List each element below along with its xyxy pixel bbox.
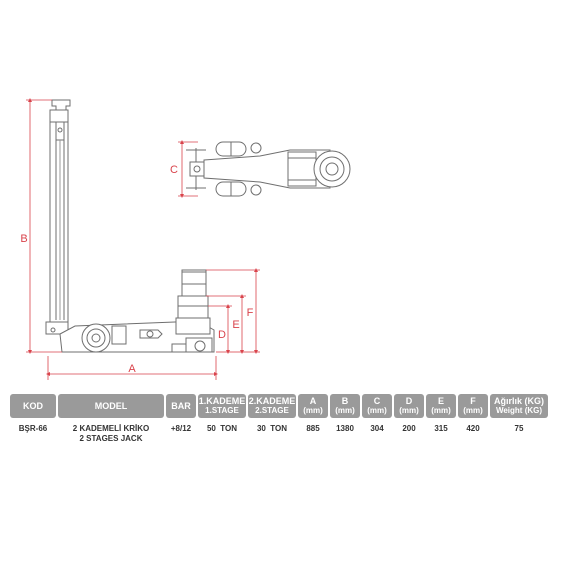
- cell-b: 1380: [336, 424, 354, 433]
- header-model: MODEL: [58, 394, 164, 418]
- cell-a: 885: [306, 424, 320, 433]
- cell-stage-2: 30 TON: [256, 424, 288, 433]
- header-weight: Ağırlık (KG)Weight (KG): [490, 394, 548, 418]
- header-e: E(mm): [426, 394, 456, 418]
- dim-c-label: C: [170, 164, 178, 176]
- cell-d: 200: [402, 424, 416, 433]
- header-f: F(mm): [458, 394, 488, 418]
- dim-e-label: E: [232, 319, 239, 331]
- header-a: A(mm): [298, 394, 328, 418]
- dim-d-label: D: [218, 329, 226, 341]
- header-c: C(mm): [362, 394, 392, 418]
- cell-c: 304: [370, 424, 384, 433]
- cell-weight: 75: [514, 424, 524, 433]
- header-d: D(mm): [394, 394, 424, 418]
- header-kod: KOD: [10, 394, 56, 418]
- cell-f: 420: [466, 424, 480, 433]
- header-bar: BAR: [166, 394, 196, 418]
- dimension-lines: [26, 98, 260, 380]
- jack-technical-drawing: A B C D E F: [20, 98, 351, 380]
- cell-bar: +8/12: [170, 424, 192, 433]
- cell-stage-1: 50 TON: [206, 424, 238, 433]
- dim-f-label: F: [247, 307, 254, 319]
- jack-top-view: [186, 141, 351, 197]
- dim-b-label: B: [20, 233, 27, 245]
- dim-a-label: A: [128, 363, 136, 375]
- cell-e: 315: [434, 424, 448, 433]
- jack-side-view: [45, 99, 215, 353]
- cell-kod: BŞR-66: [18, 424, 48, 433]
- header-b: B(mm): [330, 394, 360, 418]
